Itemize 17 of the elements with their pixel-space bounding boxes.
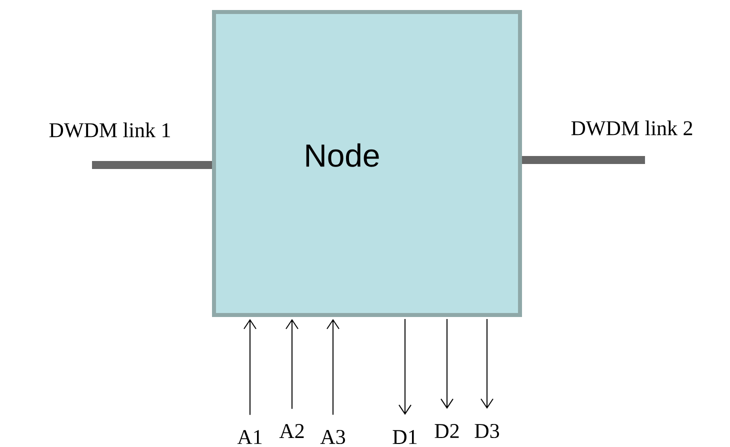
port-label: A2 <box>279 424 304 438</box>
arrow <box>398 318 412 415</box>
link-line <box>522 156 645 164</box>
arrow <box>440 318 454 409</box>
edge-label: DWDM link 1 <box>49 122 170 138</box>
arrow <box>244 319 256 416</box>
arrow <box>286 319 298 410</box>
link-line <box>92 161 212 169</box>
node-box: Node <box>212 10 522 317</box>
arrow <box>480 318 494 409</box>
port-label: A3 <box>320 430 345 444</box>
port-label: D3 <box>474 424 500 438</box>
port-label: A1 <box>237 430 262 444</box>
arrow <box>326 319 340 416</box>
port-label: D2 <box>434 424 459 438</box>
port-label: D1 <box>392 430 417 444</box>
edge-label: DWDM link 2 <box>571 120 692 136</box>
